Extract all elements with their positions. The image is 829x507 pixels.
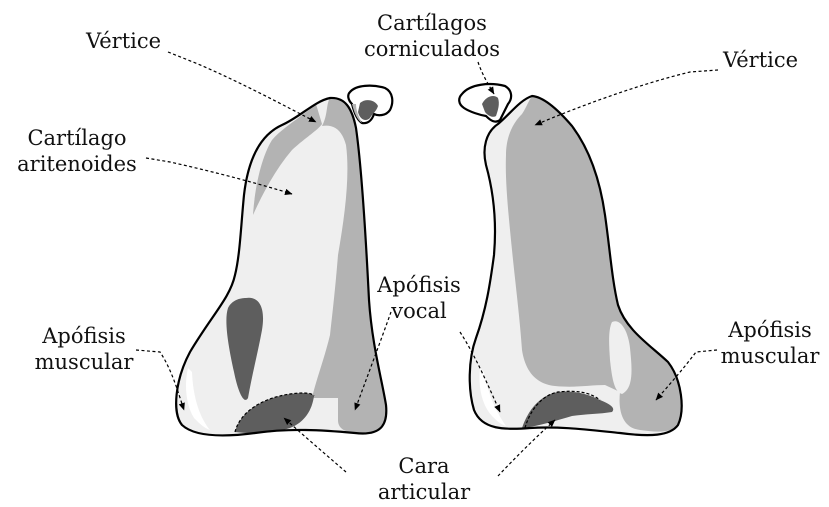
label-cartilago-aritenoides: Cartílago aritenoides [4,125,150,177]
label-apofisis-vocal: Apófisis vocal [370,272,468,324]
label-cartilagos-corniculados: Cartílagos corniculados [353,10,511,62]
left-corniculate-dark-core [358,100,378,120]
label-vertice-left: Vértice [86,28,161,54]
label-vertice-right: Vértice [723,47,798,73]
label-apofisis-muscular-left: Apófisis muscular [28,323,140,375]
right-arytenoid-cartilage [459,84,681,435]
label-apofisis-muscular-right: Apófisis muscular [714,317,826,369]
leader-corniculados [478,62,494,94]
left-arytenoid-cartilage [176,86,392,436]
right-corniculate-dark-core [482,96,499,117]
label-cara-articular: Cara articular [368,453,480,505]
leader-vertice-left [168,52,316,122]
